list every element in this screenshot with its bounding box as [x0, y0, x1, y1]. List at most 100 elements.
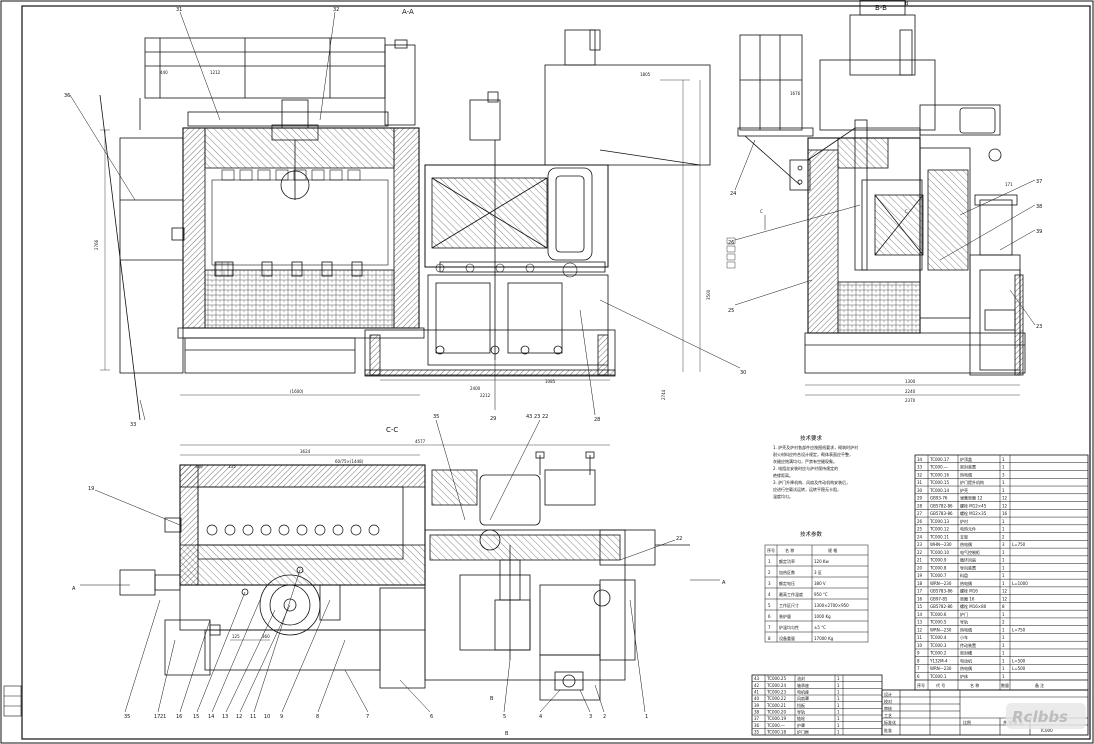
svg-text:3624: 3624	[300, 449, 311, 454]
bom-right-cell: 16	[917, 596, 923, 601]
bom-left-cell: 38	[754, 710, 760, 715]
bom-right-cell: 3	[1002, 472, 1005, 477]
svg-text:60/75×(1448): 60/75×(1448)	[335, 459, 364, 464]
bom-right-cell: TC000.12	[929, 527, 949, 532]
bom-right-cell: 1	[1002, 565, 1005, 570]
bom-right-cell: 螺栓 M16	[960, 588, 978, 594]
spec-cell: 8	[768, 636, 771, 641]
bom-right-cell: 螺栓 M16×80	[960, 603, 987, 609]
bom-right-cell: 炉顶盖	[960, 456, 972, 462]
svg-text:43: 43	[526, 414, 532, 420]
bom-right-cell: 炉门提升机构	[960, 479, 984, 485]
svg-text:25: 25	[728, 308, 734, 314]
bom-left-cell: 导轨	[797, 709, 805, 715]
spec-cell: 1300×2700×950	[814, 603, 849, 608]
bom-right-cell: 1	[1002, 635, 1005, 640]
bom-right-cell: L=500	[1012, 658, 1026, 663]
bom-right-cell: 1	[1002, 465, 1005, 470]
bom-left-cell: TC000.—	[766, 723, 785, 728]
bom-left-cell: TC000.19	[766, 716, 786, 721]
svg-text:33: 33	[130, 422, 136, 428]
section-bb-view: B-B	[726, 0, 1036, 403]
svg-text:14: 14	[208, 714, 214, 720]
bom-right-cell: 密封槽	[960, 650, 972, 656]
bom-right-cell: TC000.8	[929, 565, 947, 570]
svg-text:温度均匀。: 温度均匀。	[773, 493, 793, 499]
spec-cell: 1000 Kg	[814, 614, 831, 619]
svg-text:9: 9	[280, 714, 283, 720]
bom-right-cell: 1	[1002, 651, 1005, 656]
bom-left-cell: 35	[754, 730, 760, 735]
section-aa-label: A-A	[402, 8, 414, 16]
svg-text:2: 2	[603, 714, 606, 720]
bom-right-cell: TC000.2	[929, 651, 947, 656]
bom-left-cell: 43	[754, 676, 760, 681]
spec-cell: 6	[768, 614, 771, 619]
bom-right-cell: TC000.13	[929, 519, 949, 524]
heater-elements-aa	[221, 169, 361, 181]
bom-right-cell: 1	[1002, 666, 1005, 671]
bom-left-cell: 39	[754, 703, 760, 708]
bom-right-cell: 9	[917, 651, 920, 656]
svg-text:1: 1	[645, 714, 648, 720]
bom-right-cell: 炉门	[960, 611, 968, 617]
bom-right-cell: 31	[917, 480, 923, 485]
spec-cell: 加热区数	[779, 569, 795, 575]
svg-text:37: 37	[1036, 179, 1042, 185]
svg-text:22: 22	[676, 536, 682, 542]
bom-right-cell: 1	[1002, 457, 1005, 462]
bom-left-cell: 链轮	[797, 715, 805, 721]
bom-left-cell: 41	[754, 690, 760, 695]
svg-text:12: 12	[236, 714, 242, 720]
watermark-text: Rclbbs	[1012, 708, 1068, 726]
bom-right-cell: TC000.17	[929, 457, 949, 462]
bom-right-cell: WRN—230	[930, 581, 952, 586]
svg-text:23: 23	[1036, 324, 1042, 330]
svg-text:5: 5	[503, 714, 506, 720]
spec-cell: 装炉量	[779, 613, 791, 619]
svg-text:应进行空载试运转，运转平稳无卡阻，: 应进行空载试运转，运转平稳无卡阻，	[773, 486, 841, 492]
bom-right-cell: 11	[917, 635, 923, 640]
bom-right-cell: 支架	[960, 533, 968, 539]
bom-left-cell: 36	[754, 723, 760, 728]
svg-text:2744: 2744	[661, 389, 666, 400]
svg-text:序号: 序号	[917, 682, 925, 688]
bom-right-cell: GB5782-86	[930, 503, 953, 508]
svg-text:17: 17	[154, 714, 160, 720]
bom-right-cell: 传动装置	[960, 642, 976, 648]
bom-right-cell: 1	[1002, 627, 1005, 632]
svg-text:26: 26	[728, 240, 734, 246]
bom-right-cell: TC000.15	[929, 480, 949, 485]
svg-text:规 格: 规 格	[828, 547, 837, 553]
bom-right-cell: TC000.3	[929, 643, 947, 648]
svg-text:灰缝应饱满均匀，严禁有空缝现象。: 灰缝应饱满均匀，严禁有空缝现象。	[773, 458, 837, 464]
svg-text:设计: 设计	[884, 691, 892, 697]
title-block: 设计 校对 审核 工艺 标准化 批准 比例 共 张 第 张 TC000	[881, 689, 1089, 736]
svg-text:2212: 2212	[480, 393, 491, 398]
bom-right-cell: 1	[1002, 519, 1005, 524]
bom-right-cell: L=1000	[1012, 581, 1028, 586]
svg-text:22: 22	[542, 414, 548, 420]
svg-text:1300: 1300	[905, 379, 916, 384]
bom-right-cell: 6	[917, 674, 920, 679]
svg-text:(1600): (1600)	[290, 389, 304, 394]
bom-right-cell: 33	[917, 465, 923, 470]
bom-right-cell: 12	[1002, 589, 1008, 594]
bom-right-cell: 热电偶	[960, 665, 972, 671]
bom-right-cell: 1	[1002, 480, 1005, 485]
svg-text:耐火材料应符合设计规定，砌体表面应平整，: 耐火材料应符合设计规定，砌体表面应平整，	[773, 451, 853, 457]
bom-left-cell: 1	[837, 683, 840, 688]
svg-text:16: 16	[176, 714, 182, 720]
section-cc-view: C-C 4577 3624 60/75×(1448) 380 135	[72, 1, 909, 737]
spec-cell: 17000 Kg	[814, 636, 834, 641]
svg-text:4: 4	[539, 714, 542, 720]
svg-text:19: 19	[88, 486, 94, 492]
svg-text:125: 125	[232, 634, 240, 639]
bom-right-cell: 热电偶	[960, 580, 972, 586]
bom-right-cell: 20	[917, 565, 923, 570]
radiant-tubes	[206, 524, 380, 536]
